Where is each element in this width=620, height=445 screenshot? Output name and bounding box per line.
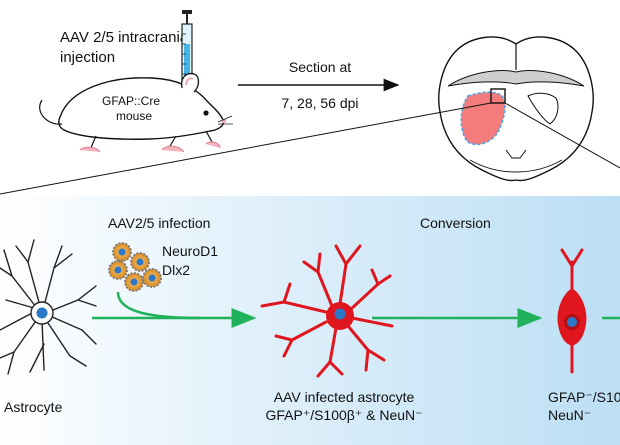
infected-label-line2: GFAP⁺/S100β⁺ & NeuN⁻	[265, 407, 422, 423]
converted-label-line2: NeuN⁻	[548, 407, 591, 423]
zoom-line-right	[504, 102, 620, 169]
process-panel	[0, 196, 620, 445]
astrocyte-cell	[0, 239, 97, 375]
zoom-line-left	[0, 102, 492, 195]
mouse-label-line1: GFAP::Cre	[102, 94, 160, 108]
virus-particles	[108, 242, 162, 292]
mouse-illustration	[39, 72, 233, 153]
conversion-label: Conversion	[420, 215, 491, 231]
gene-label-dlx2: Dlx2	[162, 262, 190, 278]
injection-label-line2: injection	[60, 49, 115, 66]
astrocyte-label: Astrocyte	[4, 399, 63, 415]
infected-label-line1: AAV infected astrocyte	[274, 389, 415, 405]
astrocyte-nucleus	[36, 307, 48, 319]
mouse-label-line2: mouse	[116, 109, 152, 123]
section-label-line1: Section at	[289, 59, 351, 75]
injection-label-line1: AAV 2/5 intracranial	[60, 29, 191, 46]
converted-nucleus	[567, 317, 577, 327]
infected-astrocyte-cell	[260, 244, 394, 378]
converted-label-line1: GFAP⁻/S100β⁻	[548, 389, 620, 405]
infected-nucleus	[334, 308, 346, 320]
section-label-line2: 7, 28, 56 dpi	[281, 95, 358, 111]
infection-label: AAV2/5 infection	[108, 215, 210, 231]
gene-label-neurod1: NeuroD1	[162, 243, 218, 259]
